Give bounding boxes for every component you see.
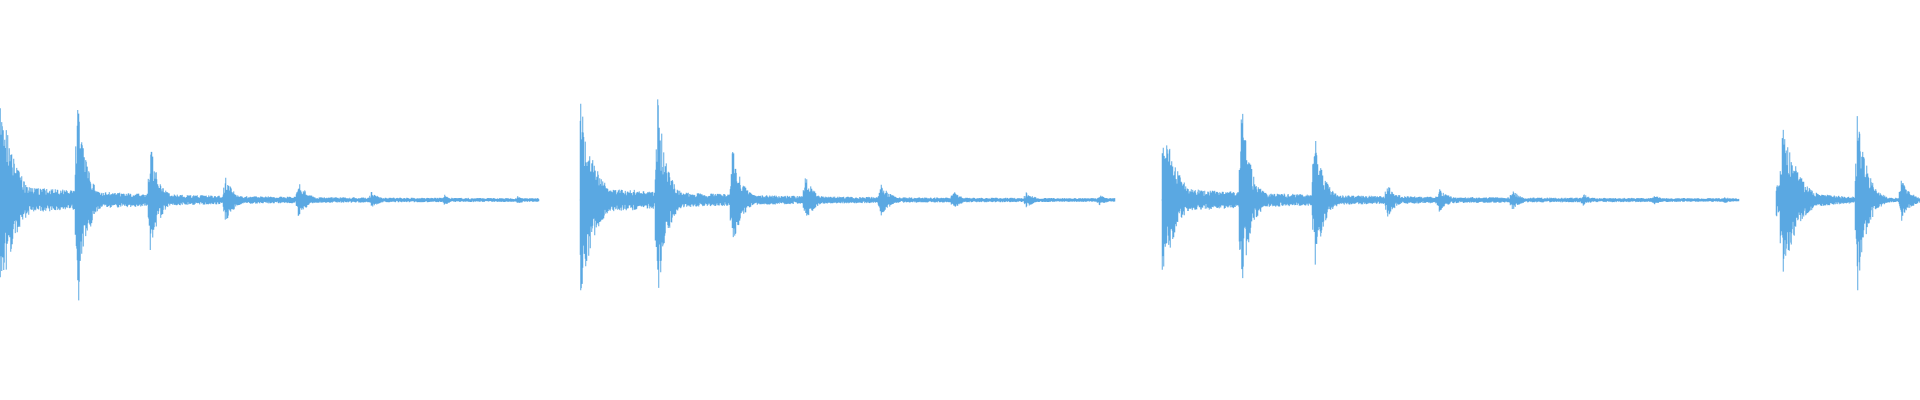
waveform-samples [0, 99, 1920, 301]
